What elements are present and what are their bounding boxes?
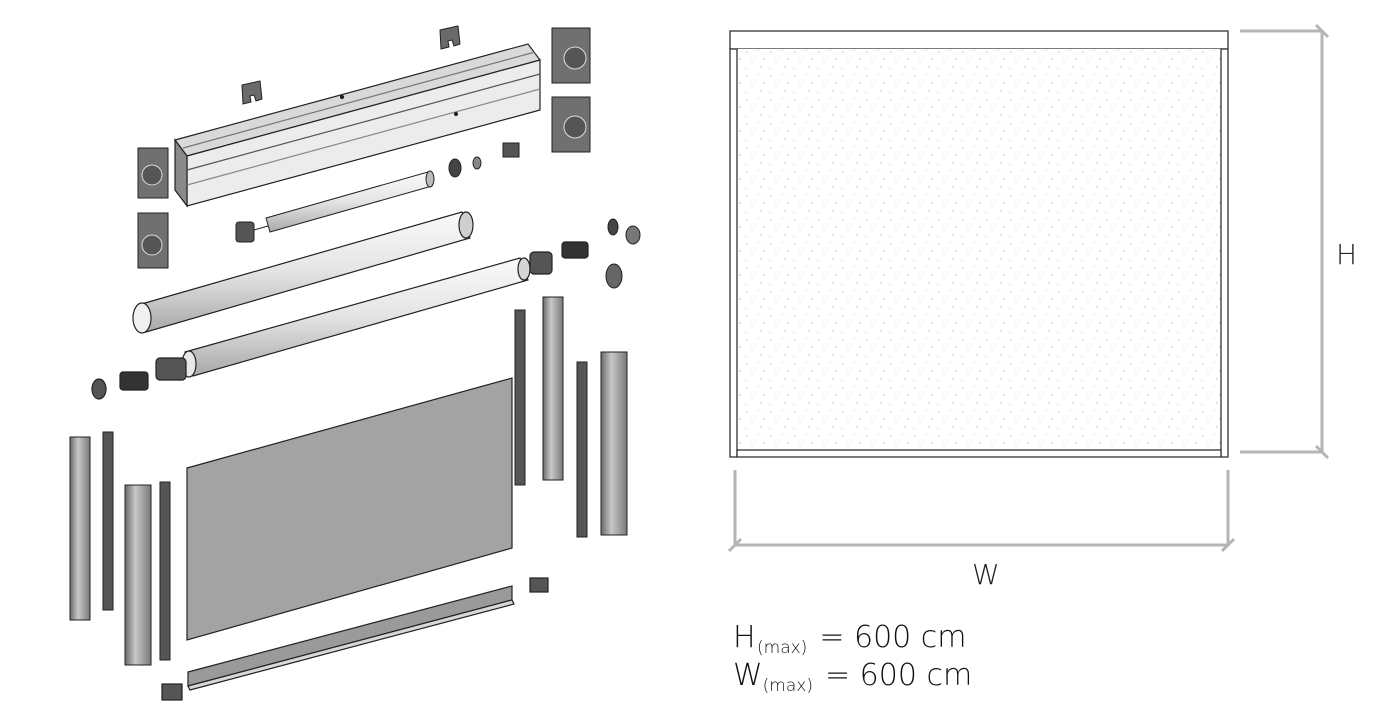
- dimension-drawing: [727, 23, 1330, 553]
- spec-symbol: W: [733, 658, 763, 693]
- frame-side-rail-left: [729, 48, 738, 458]
- width-dimension-line: [727, 470, 1236, 553]
- spec-symbol: H: [733, 620, 756, 655]
- width-label: W: [972, 558, 1000, 591]
- frame-headbox: [729, 30, 1229, 50]
- mounting-clip: [241, 25, 461, 105]
- frame-bottom-bar: [736, 449, 1222, 458]
- roller-tube: [132, 211, 474, 334]
- fabric-panel: [186, 377, 513, 641]
- frame-side-rail-right: [1220, 48, 1229, 458]
- motor-tube: [235, 170, 435, 243]
- height-dimension-line: [1240, 23, 1330, 460]
- side-rail: [514, 296, 628, 538]
- end-bracket: [137, 27, 591, 269]
- spec-value: = 600 cm: [819, 620, 967, 655]
- frame-fabric: [737, 49, 1221, 450]
- bottom-tube: [91, 241, 589, 400]
- max-width-spec: W(max) = 600 cm: [733, 658, 973, 696]
- headbox-cassette: [173, 43, 542, 208]
- height-label: H: [1336, 238, 1358, 271]
- max-height-spec: H(max) = 600 cm: [733, 620, 967, 658]
- spec-value: = 600 cm: [824, 658, 973, 693]
- side-rail-left: [69, 431, 171, 666]
- bearing-ring: [448, 142, 641, 289]
- exploded-view: [69, 25, 641, 701]
- bottom-bar: [161, 577, 549, 701]
- spec-subscript: (max): [762, 676, 813, 696]
- spec-subscript: (max): [757, 638, 808, 658]
